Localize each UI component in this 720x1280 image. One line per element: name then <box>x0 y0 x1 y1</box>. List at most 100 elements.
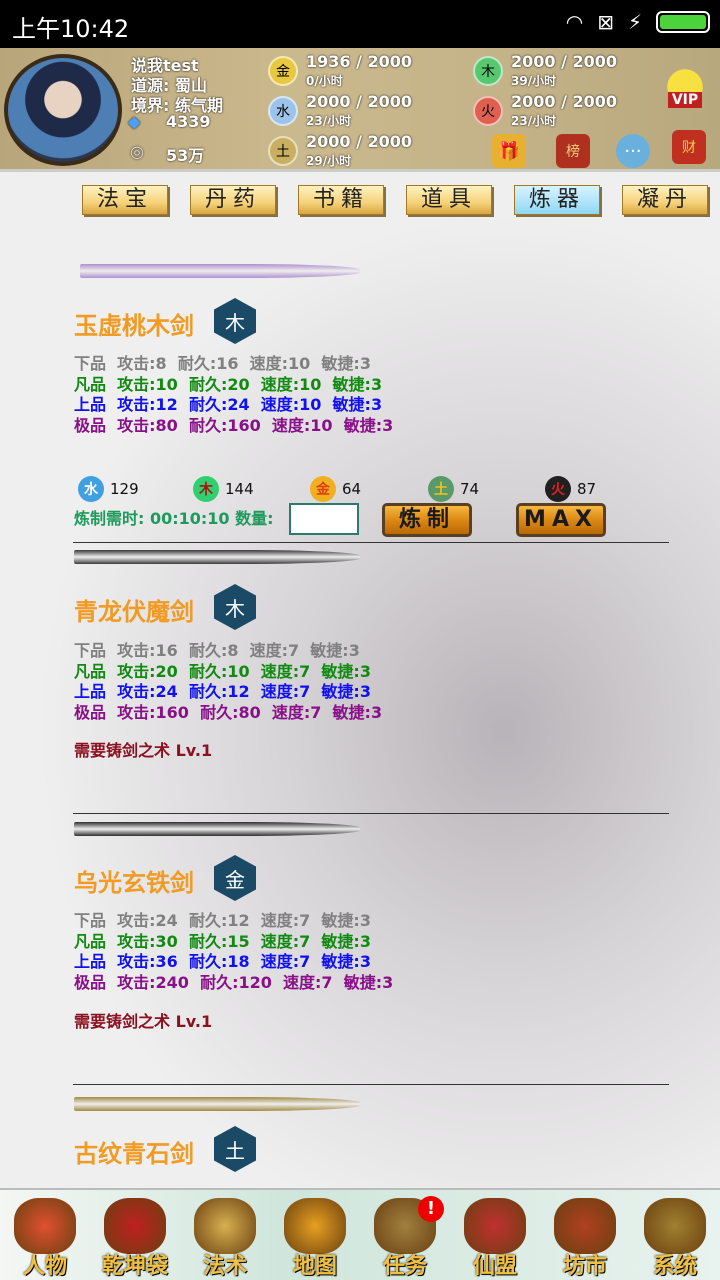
tab-4[interactable]: 炼器 <box>514 185 600 215</box>
avatar[interactable] <box>4 54 122 166</box>
silver-icon: ◎ <box>130 142 144 161</box>
stat-row: 凡品 攻击:30 耐久:15 速度:7 敏捷:3 <box>74 931 371 951</box>
nav-label: 任务 <box>382 1254 427 1279</box>
alert-badge: ! <box>418 1196 444 1222</box>
nav-3-icon <box>284 1198 346 1254</box>
stat-row: 上品 攻击:12 耐久:24 速度:10 敏捷:3 <box>74 395 383 414</box>
craft-time: 炼制需时: 00:10:10 数量: <box>74 509 274 528</box>
bottom-nav: 人物乾坤袋法术地图任务!仙盟坊市系统 <box>0 1188 720 1280</box>
nav-2[interactable]: 法术 <box>182 1192 268 1280</box>
weapon-image <box>74 822 360 836</box>
material-count: 74 <box>460 480 480 498</box>
nav-label: 法术 <box>202 1254 247 1279</box>
nav-5[interactable]: 仙盟 <box>452 1192 538 1280</box>
weapon-image <box>80 264 360 278</box>
stat-row: 上品 攻击:24 耐久:12 速度:7 敏捷:3 <box>74 682 371 701</box>
nav-3[interactable]: 地图 <box>272 1192 358 1280</box>
nav-1[interactable]: 乾坤袋 <box>92 1192 178 1280</box>
resource-value: 1936 / 2000 <box>306 52 413 71</box>
material-count: 87 <box>577 480 597 498</box>
resource-rate: 39/小时 <box>511 74 557 88</box>
weapon-name[interactable]: 玉虚桃木剑 <box>74 312 194 340</box>
material-1-icon: 木 <box>193 476 219 502</box>
divider <box>73 542 669 543</box>
silver-count: 53万 <box>166 146 205 165</box>
tab-2[interactable]: 书籍 <box>298 185 384 215</box>
divider <box>73 813 669 814</box>
tab-3[interactable]: 道具 <box>406 185 492 215</box>
tab-1[interactable]: 丹药 <box>190 185 276 215</box>
stat-row: 上品 攻击:36 耐久:18 速度:7 敏捷:3 <box>74 952 371 971</box>
fortune-god-icon[interactable]: 财 <box>672 130 706 164</box>
nav-label: 地图 <box>292 1254 337 1279</box>
nav-6[interactable]: 坊市 <box>542 1192 628 1280</box>
wifi-icon: ◠ <box>565 10 584 34</box>
player-origin: 道源: 蜀山 <box>131 76 207 95</box>
quantity-input[interactable] <box>289 503 359 535</box>
category-tabs: 法宝丹药书籍道具炼器凝丹 <box>0 184 720 216</box>
player-name: 说我test <box>131 56 199 75</box>
nav-0-icon <box>14 1198 76 1254</box>
weapon-name[interactable]: 乌光玄铁剑 <box>74 869 194 897</box>
element-badge: 木 <box>214 584 256 630</box>
forge-panel <box>0 172 720 1188</box>
requirement-text: 需要铸剑之术 Lv.1 <box>74 1012 213 1031</box>
nav-label: 人物 <box>22 1254 67 1279</box>
stat-row: 下品 攻击:24 耐久:12 速度:7 敏捷:3 <box>74 911 371 930</box>
ranking-scroll-icon[interactable]: 榜 <box>556 134 590 168</box>
resource-0-icon: 金 <box>268 56 298 86</box>
stat-row: 极品 攻击:240 耐久:120 速度:7 敏捷:3 <box>74 972 394 992</box>
nav-7-icon <box>644 1198 706 1254</box>
nav-5-icon <box>464 1198 526 1254</box>
nav-label: 系统 <box>652 1254 697 1279</box>
material-count: 64 <box>342 480 362 498</box>
resource-4-icon: 火 <box>473 96 503 126</box>
chat-icon[interactable]: ··· <box>616 134 650 168</box>
nav-2-icon <box>194 1198 256 1254</box>
nav-6-icon <box>554 1198 616 1254</box>
resource-value: 2000 / 2000 <box>511 92 618 111</box>
material-count: 144 <box>225 480 254 498</box>
clock: 上午10:42 <box>12 15 130 43</box>
resource-rate: 23/小时 <box>511 114 557 128</box>
nav-label: 仙盟 <box>472 1254 517 1279</box>
nav-0[interactable]: 人物 <box>2 1192 88 1280</box>
nav-7[interactable]: 系统 <box>632 1192 718 1280</box>
stat-row: 下品 攻击:8 耐久:16 速度:10 敏捷:3 <box>74 354 371 373</box>
nav-label: 乾坤袋 <box>101 1254 168 1279</box>
stat-row: 凡品 攻击:10 耐久:20 速度:10 敏捷:3 <box>74 374 383 394</box>
element-badge: 金 <box>214 855 256 901</box>
resource-rate: 0/小时 <box>306 74 343 88</box>
weapon-image <box>74 550 360 564</box>
stat-row: 凡品 攻击:20 耐久:10 速度:7 敏捷:3 <box>74 661 371 681</box>
nav-4[interactable]: 任务! <box>362 1192 448 1280</box>
max-button[interactable]: MAX <box>516 503 606 537</box>
player-realm: 境界: 练气期 <box>131 96 223 115</box>
resource-2-icon: 土 <box>268 136 298 166</box>
tab-5[interactable]: 凝丹 <box>622 185 708 215</box>
weapon-name[interactable]: 青龙伏魔剑 <box>74 598 194 626</box>
material-2-icon: 金 <box>310 476 336 502</box>
material-0-icon: 水 <box>78 476 104 502</box>
status-bar: 上午10:42 ◠ ⊠ ⚡ <box>0 0 720 48</box>
requirement-text: 需要铸剑之术 Lv.1 <box>74 741 213 760</box>
material-2: 金 64 <box>310 476 361 502</box>
stat-row: 极品 攻击:80 耐久:160 速度:10 敏捷:3 <box>74 415 394 435</box>
divider <box>73 1084 669 1085</box>
tab-0[interactable]: 法宝 <box>82 185 168 215</box>
weapon-name[interactable]: 古纹青石剑 <box>74 1140 194 1168</box>
resource-rate: 23/小时 <box>306 114 352 128</box>
gift-icon[interactable]: 🎁 <box>492 134 526 168</box>
battery-icon <box>656 11 710 33</box>
craft-button[interactable]: 炼制 <box>382 503 472 537</box>
nav-1-icon <box>104 1198 166 1254</box>
material-count: 129 <box>110 480 139 498</box>
material-1: 木 144 <box>193 476 254 502</box>
resource-value: 2000 / 2000 <box>306 132 413 151</box>
charging-icon: ⚡ <box>627 10 642 34</box>
vip-button[interactable]: VIP <box>654 56 716 118</box>
resource-1-icon: 水 <box>268 96 298 126</box>
resource-value: 2000 / 2000 <box>511 52 618 71</box>
